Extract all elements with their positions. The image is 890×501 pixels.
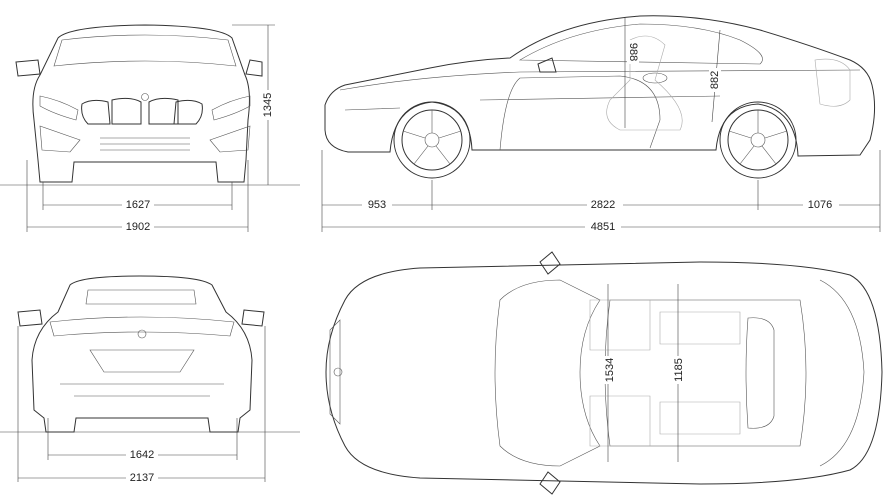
width-with-mirrors-label: 2137 [130,472,154,484]
front-width-label: 1902 [126,221,150,233]
rear-overhang-label: 1076 [808,199,832,211]
front-track-label: 1627 [126,199,150,211]
wheelbase-label: 2822 [591,199,615,211]
rear-headroom-label: 882 [709,71,721,89]
dimension-labels: 1345 1627 1902 953 2822 1076 4851 988 88… [122,40,839,485]
front-view [0,24,300,232]
top-view [325,251,883,495]
rear-shoulder-label: 1185 [673,358,685,382]
overall-length-label: 4851 [591,221,615,233]
front-overhang-label: 953 [368,199,386,211]
front-shoulder-label: 1534 [604,358,616,382]
front-headroom-label: 988 [627,43,639,61]
front-height-label: 1345 [262,93,274,117]
rear-track-label: 1642 [130,449,154,461]
